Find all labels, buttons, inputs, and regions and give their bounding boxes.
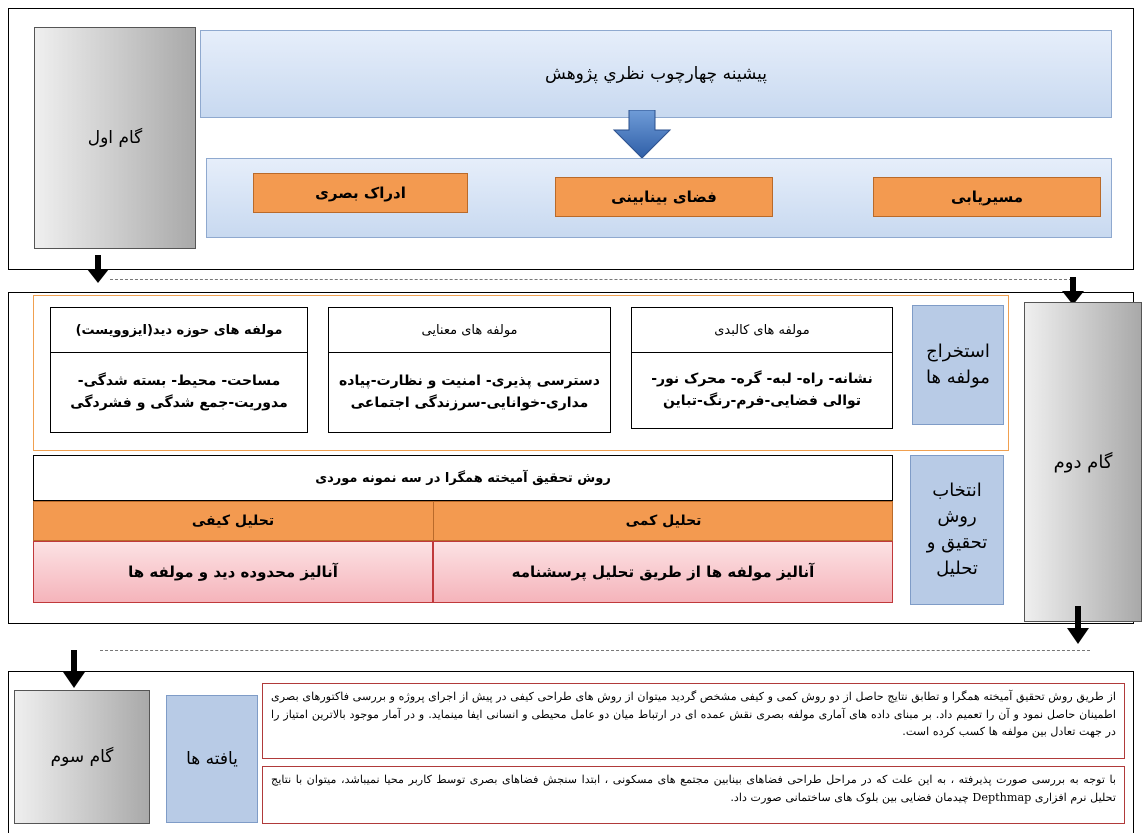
step2-label: گام دوم: [1053, 451, 1113, 473]
concept-in-between-label: فضای بینابینی: [611, 188, 717, 206]
method-title-box: روش تحقیق آمیخته همگرا در سه نمونه موردی: [33, 455, 893, 501]
connector-arrow-right-icon: [1062, 277, 1084, 305]
concept-in-between-space: فضای بینابینی: [555, 177, 773, 217]
step3-label: گام سوم: [50, 747, 114, 767]
method-title: روش تحقیق آمیخته همگرا در سه نمونه موردی: [315, 470, 611, 486]
components-outline: [33, 295, 1009, 451]
extract-components-box: استخراج مولفه ها: [912, 305, 1004, 425]
component-semantic: مولفه های معنایی دسترسی پذیری- امنیت و ن…: [328, 307, 611, 433]
component-semantic-header: مولفه های معنایی: [329, 308, 610, 353]
step3-label-box: گام سوم: [14, 690, 150, 824]
method-selection-box: انتخاب روش تحقیق و تحلیل: [910, 455, 1004, 605]
finding-paragraph-1: از طریق روش تحقیق آمیخته همگرا و تطابق ن…: [262, 683, 1125, 759]
findings-box: یافته ها: [166, 695, 258, 823]
framework-title: پیشینه چهارچوب نظري پژوهش: [545, 64, 767, 84]
method-selection-label: انتخاب روش تحقیق و تحلیل: [926, 479, 988, 580]
connector-arrow-left-2-icon: [63, 650, 85, 688]
finding-paragraph-2: با توجه به بررسی صورت پذیرفته ، به این ع…: [262, 766, 1125, 824]
concept-visual-perception-label: ادراک بصری: [315, 184, 406, 202]
questionnaire-analysis: آنالیز مولفه ها از طریق تحلیل پرسشنامه: [433, 541, 893, 603]
step1-frame: [8, 8, 1134, 270]
flow-arrow-down-icon: [612, 110, 672, 159]
component-semantic-body: دسترسی پذیری- امنیت و نظارت-پیاده مداری-…: [339, 373, 600, 411]
questionnaire-analysis-label: آنالیز مولفه ها از طریق تحلیل پرسشنامه: [511, 563, 815, 581]
concept-wayfinding-label: مسیریابی: [950, 188, 1024, 206]
component-isovist-body: مساحت- محیط- بسته شدگی- مدوریت-جمع شدگی …: [70, 373, 288, 411]
component-physical-body: نشانه- راه- لبه- گره- محرک نور-توالی فضا…: [651, 371, 873, 409]
step1-label: گام اول: [87, 128, 143, 148]
quantitative-analysis: تحلیل کمی: [433, 501, 893, 541]
quantitative-analysis-label: تحلیل کمی: [625, 513, 702, 529]
qualitative-analysis: تحلیل کیفی: [33, 501, 433, 541]
extract-components-label: استخراج مولفه ها: [926, 340, 990, 388]
framework-title-box: پیشینه چهارچوب نظري پژوهش: [200, 30, 1112, 118]
concept-wayfinding: مسیریابی: [873, 177, 1101, 217]
visual-field-analysis-label: آنالیز محدوده دید و مولفه ها: [128, 563, 338, 581]
step3-frame: [8, 671, 1134, 833]
step1-label-box: گام اول: [34, 27, 196, 249]
qualitative-analysis-label: تحلیل کیفی: [191, 513, 275, 529]
concept-visual-perception: ادراک بصری: [253, 173, 468, 213]
component-physical: مولفه های کالبدی نشانه- راه- لبه- گره- م…: [631, 307, 893, 429]
step2-label-box: گام دوم: [1024, 302, 1142, 622]
component-physical-header: مولفه های کالبدی: [632, 308, 892, 353]
component-isovist-header: مولفه های حوزه دید(ایزوویست): [51, 308, 307, 353]
visual-field-analysis: آنالیز محدوده دید و مولفه ها: [33, 541, 433, 603]
connector-dashed-line-2: [100, 650, 1090, 651]
connector-arrow-left-icon: [87, 255, 109, 283]
analysis-type-row: [33, 501, 893, 541]
component-isovist: مولفه های حوزه دید(ایزوویست) مساحت- محیط…: [50, 307, 308, 433]
connector-arrow-right-2-icon: [1067, 606, 1089, 644]
connector-dashed-line: [110, 279, 1072, 280]
finding-paragraph-1-text: از طریق روش تحقیق آمیخته همگرا و تطابق ن…: [271, 690, 1116, 739]
findings-label: یافته ها: [186, 748, 238, 769]
finding-paragraph-2-text: با توجه به بررسی صورت پذیرفته ، به این ع…: [271, 773, 1116, 804]
